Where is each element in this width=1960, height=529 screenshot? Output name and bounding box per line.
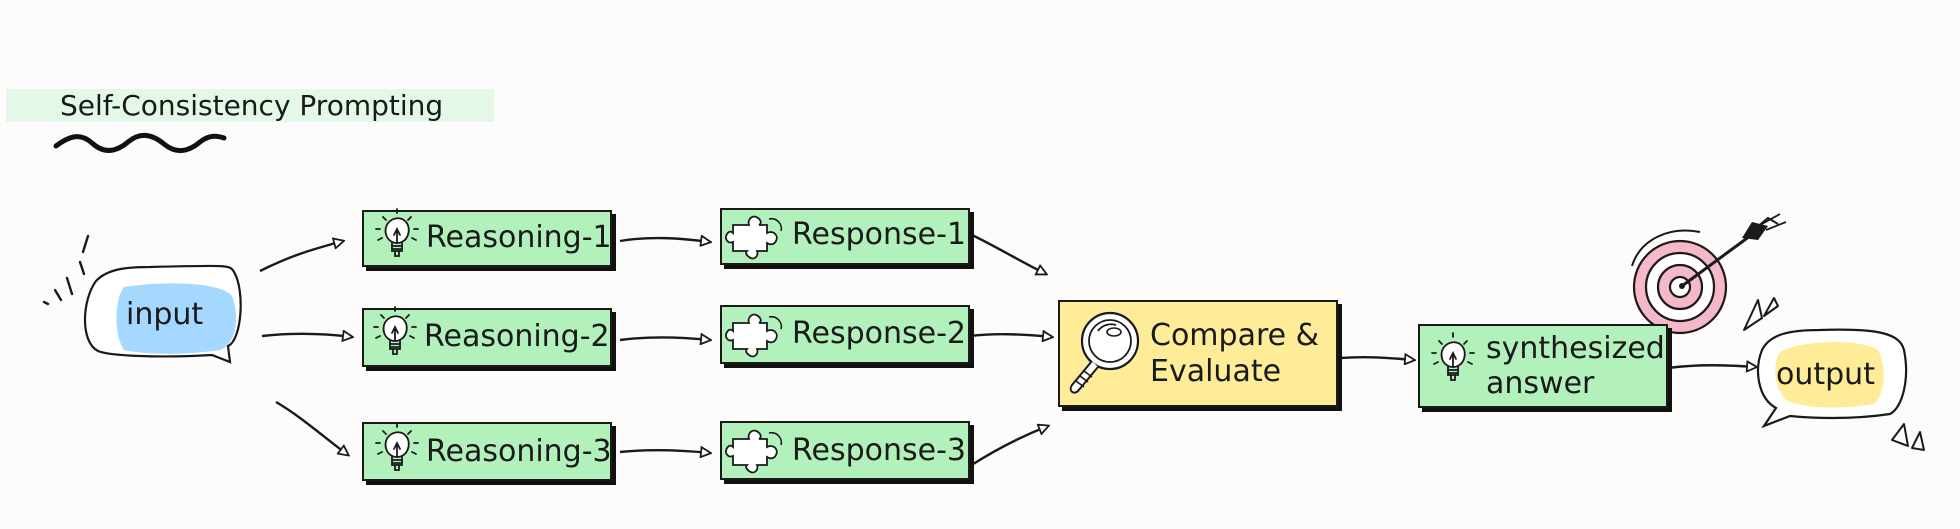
output-bubble	[1756, 328, 1908, 429]
arrow-input-reasoning-3	[275, 400, 348, 455]
response-3-label: Response-3	[792, 433, 966, 468]
arrow-input-reasoning-2	[261, 334, 352, 337]
output-emphasis-strokes	[1743, 297, 1925, 451]
lightbulb-icon	[375, 422, 419, 471]
connector-arrows	[259, 232, 1756, 468]
target-arrow-icon	[1631, 213, 1787, 335]
diagram-title: Self-Consistency Prompting	[60, 89, 444, 122]
arrow-input-reasoning-1	[259, 241, 343, 273]
arrow-response-1-compare	[969, 232, 1046, 274]
puzzle-icon	[725, 215, 783, 260]
title-underline-squiggle	[53, 133, 227, 153]
magnifier-icon	[1069, 311, 1140, 394]
input-highlight-blob	[116, 283, 236, 354]
arrow-compare-synthesized	[1339, 357, 1414, 360]
arrow-response-3-compare	[969, 426, 1048, 468]
lightbulb-icon	[1431, 332, 1475, 381]
title-highlight-band	[6, 89, 494, 122]
lightbulb-icon	[373, 306, 417, 355]
response-1-label: Response-1	[792, 217, 966, 252]
synthesized-label-line2: answer	[1486, 366, 1595, 401]
input-label: input	[126, 297, 204, 332]
lightbulb-icon	[375, 208, 419, 257]
puzzle-icon	[725, 429, 783, 474]
puzzle-icon	[725, 313, 783, 358]
compare-label-line1: Compare &	[1150, 318, 1320, 353]
arrow-reasoning-1-response-1	[619, 238, 710, 242]
arrow-reasoning-2-response-2	[619, 337, 710, 340]
compare-label-line2: Evaluate	[1150, 354, 1282, 389]
output-label: output	[1776, 357, 1875, 392]
input-emphasis-strokes	[42, 234, 90, 306]
arrow-response-2-compare	[969, 334, 1052, 337]
reasoning-3-label: Reasoning-3	[426, 434, 612, 469]
input-bubble	[83, 264, 242, 364]
output-highlight-blob	[1775, 341, 1884, 408]
synthesized-label-line1: synthesized	[1486, 331, 1665, 366]
reasoning-1-label: Reasoning-1	[426, 220, 612, 255]
arrow-reasoning-3-response-3	[619, 450, 710, 453]
reasoning-2-label: Reasoning-2	[424, 319, 610, 354]
response-2-label: Response-2	[792, 316, 966, 351]
arrow-synthesized-output	[1667, 365, 1756, 368]
